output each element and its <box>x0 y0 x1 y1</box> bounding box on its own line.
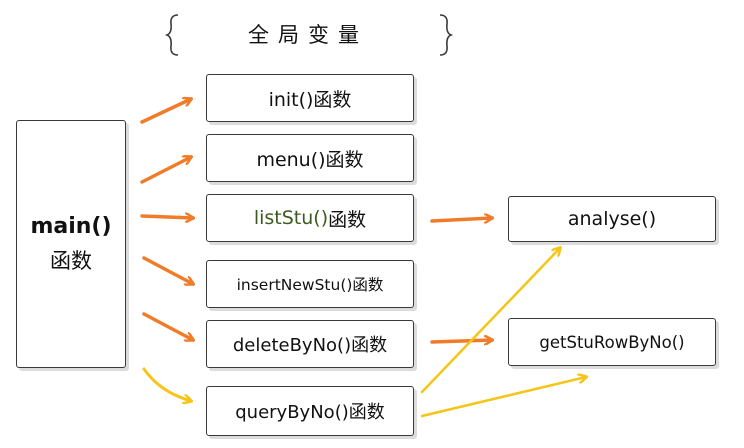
global-variables-box: 全局变量 <box>168 14 448 54</box>
liststu-function-suffix: 函数 <box>328 208 367 231</box>
arrow-liststu-to-analyse <box>430 218 492 221</box>
init-function-label: init()函数 <box>268 88 352 111</box>
getsturowbyno-function-box: getStuRowByNo() <box>508 318 716 366</box>
insertnewstu-function-box: insertNewStu()函数 <box>206 260 414 308</box>
liststu-function-box: listStu()函数 <box>206 194 414 242</box>
menu-function-label: menu()函数 <box>256 148 364 171</box>
init-function-box: init()函数 <box>206 74 414 122</box>
arrow-main-to-insertnewstu <box>142 256 193 284</box>
arrow-main-to-liststu <box>140 216 193 218</box>
arrow-querybyno-to-analyse <box>420 248 560 394</box>
liststu-function-name: listStu() <box>253 207 329 229</box>
global-left-brace <box>164 14 179 56</box>
global-right-brace <box>439 14 454 56</box>
getsturowbyno-function-label: getStuRowByNo() <box>539 332 685 352</box>
arrow-querybyno-to-getsturowbyno <box>420 377 586 418</box>
arrow-main-to-init <box>140 99 191 124</box>
arrow-main-to-deletebyno <box>142 312 193 340</box>
arrow-main-to-menu <box>140 157 191 184</box>
main-function-name: main() <box>30 214 112 239</box>
arrow-main-to-querybyno <box>142 367 191 401</box>
arrow-deletebyno-to-getsturowbyno <box>430 340 492 342</box>
analyse-function-label: analyse() <box>567 208 657 230</box>
main-function-box: main() 函数 <box>16 120 126 368</box>
insertnewstu-function-label: insertNewStu()函数 <box>236 276 384 294</box>
deletebyno-function-label: deleteByNo()函数 <box>232 335 388 356</box>
querybyno-function-box: queryByNo()函数 <box>206 386 414 436</box>
menu-function-box: menu()函数 <box>206 134 414 182</box>
querybyno-function-label: queryByNo()函数 <box>235 402 385 423</box>
deletebyno-function-box: deleteByNo()函数 <box>206 320 414 368</box>
analyse-function-box: analyse() <box>508 196 716 242</box>
global-variables-label: 全局变量 <box>248 23 368 47</box>
main-function-suffix: 函数 <box>50 249 92 273</box>
